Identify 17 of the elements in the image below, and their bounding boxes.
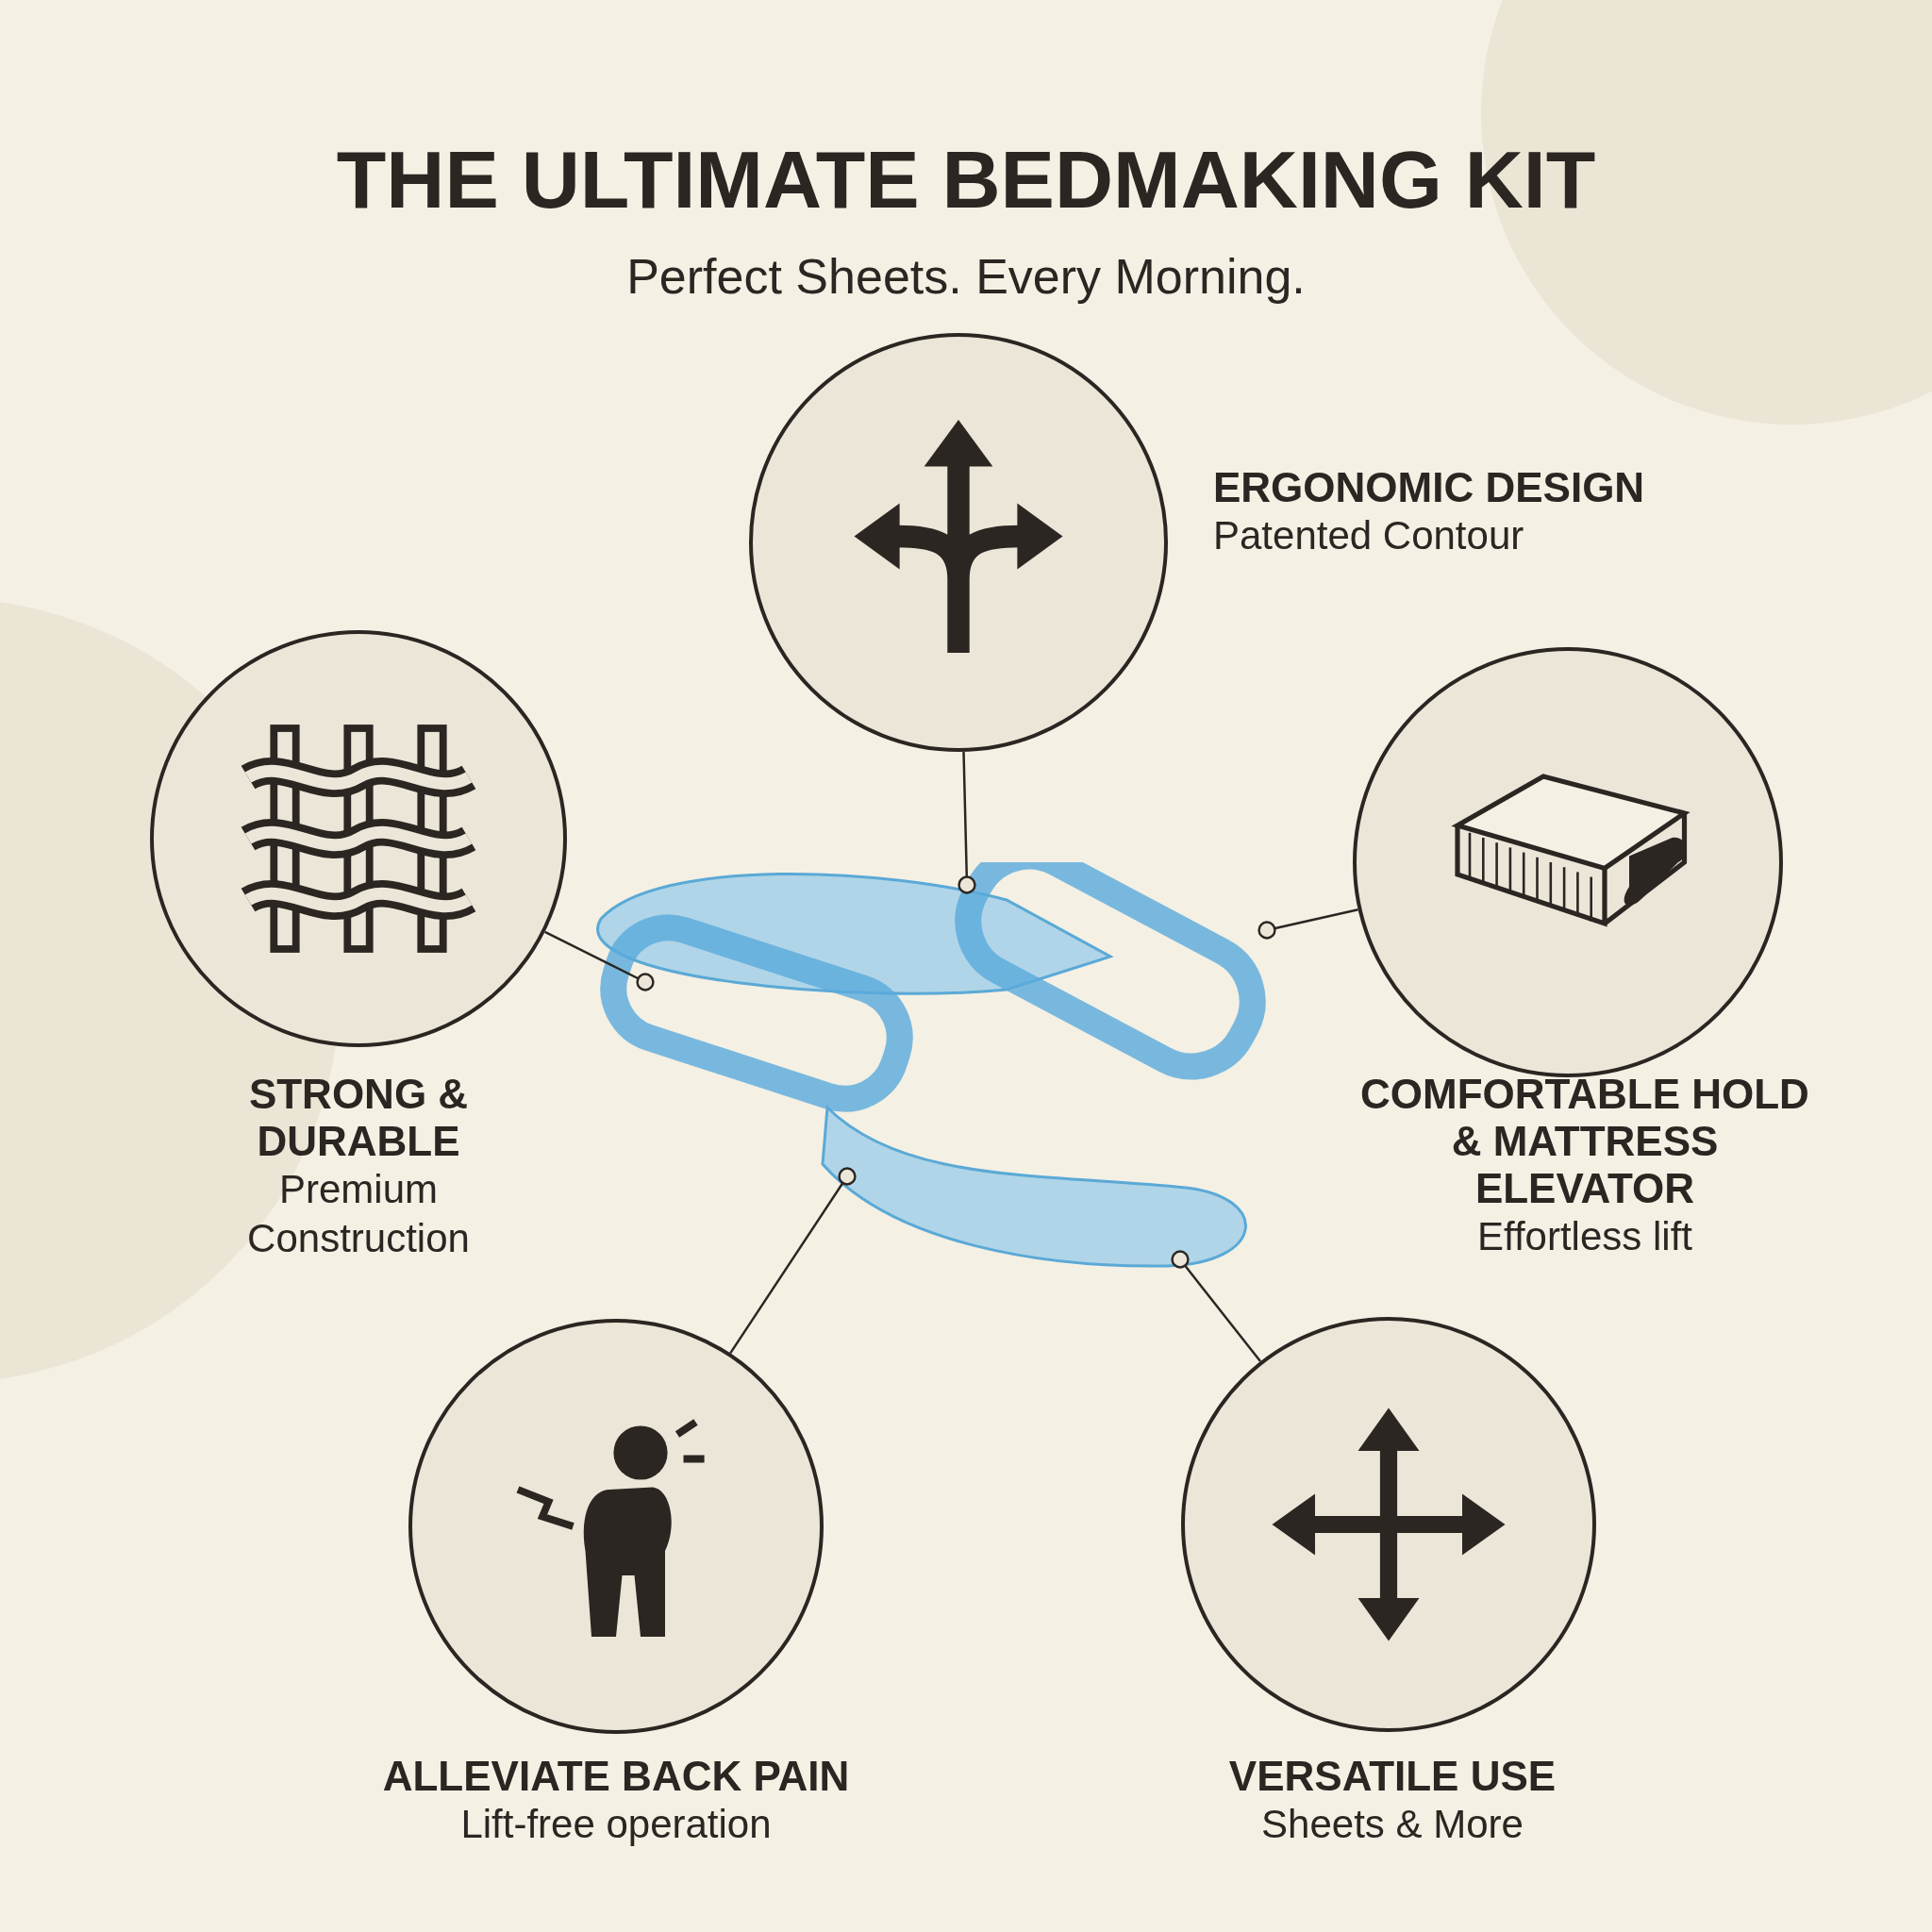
leader-line bbox=[729, 1167, 857, 1355]
leader-line bbox=[958, 751, 976, 894]
feature-subtitle: Patented Contour bbox=[1213, 512, 1525, 559]
title: THE ULTIMATE BEDMAKING KIT bbox=[335, 133, 1597, 226]
feature-subtitle: Premium Construction bbox=[246, 1166, 471, 1262]
subtitle: Perfect Sheets. Every Morning. bbox=[625, 248, 1307, 306]
feature-heading: ERGONOMIC DESIGN bbox=[1213, 464, 1646, 511]
feature-subtitle: Sheets & More bbox=[1260, 1801, 1524, 1848]
leader-line bbox=[1257, 908, 1358, 940]
feature-heading: ALLEVIATE BACK PAIN bbox=[381, 1753, 851, 1800]
feature-heading: VERSATILE USE bbox=[1227, 1753, 1557, 1800]
feature-subtitle: Lift-free operation bbox=[459, 1801, 773, 1848]
feature-subtitle: Effortless lift bbox=[1476, 1213, 1693, 1260]
feature-heading: STRONG & DURABLE bbox=[247, 1071, 470, 1165]
leader-line bbox=[544, 930, 655, 991]
feature-heading: COMFORTABLE HOLD & MATTRESS ELEVATOR bbox=[1359, 1071, 1810, 1212]
leader-line bbox=[1171, 1250, 1261, 1362]
